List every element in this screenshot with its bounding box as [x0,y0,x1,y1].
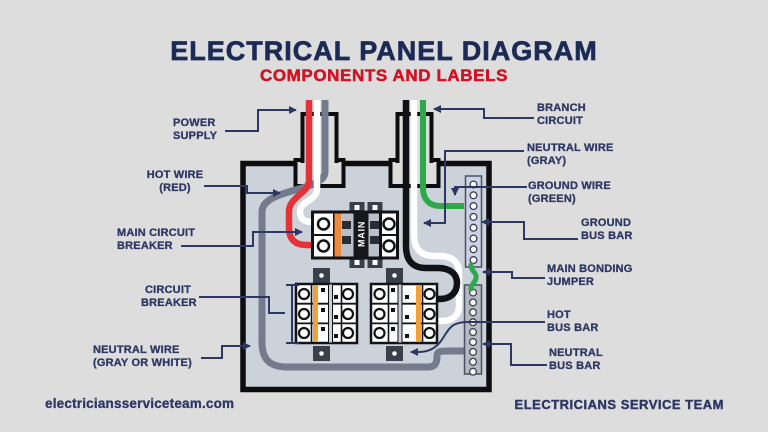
label-hot-bus-bar: HOT BUS BAR [547,309,599,334]
hot-bus-bar-stabs [313,268,403,361]
neutral-wire-left-arrow [201,342,251,359]
label-branch-circuit: BRANCH CIRCUIT [537,102,586,127]
circuit-breaker-bracket [286,284,299,344]
bonding-jumper-arrow [482,268,545,279]
label-neutral-bus-bar: NEUTRAL BUS BAR [549,347,603,372]
label-main-circuit-breaker: MAIN CIRCUIT BREAKER [117,227,196,252]
label-power-supply: POWER SUPPLY [173,117,218,142]
neutral-wire-right-arrow [423,150,524,227]
power-supply-arrow [225,106,297,132]
circuit-breaker-line [199,296,285,314]
label-main-bonding-jumper: MAIN BONDING JUMPER [547,263,633,288]
label-hot-wire: HOT WIRE (RED) [146,169,204,194]
hot-wire-red [285,100,313,249]
label-circuit-breaker: CIRCUIT BREAKER [141,284,197,309]
ground-bus-bar [464,175,483,268]
circuit-breaker-bank-right [369,282,439,345]
ground-wire-arrow [451,186,527,196]
neutral-bus-arrow [482,340,547,366]
label-connectors [181,105,578,366]
hot-bus-arrow [410,321,545,356]
main-bonding-jumper [468,262,479,292]
hot-wire-arrow [204,185,281,197]
main-circuit-breaker: MAIN [311,202,399,268]
brand-name: ELECTRICIANS SERVICE TEAM [514,397,724,412]
neutral-wire-gray-loop [258,100,464,371]
website-url: electriciansserviceteam.com [45,396,235,411]
label-ground-bus-bar: GROUND BUS BAR [581,217,633,242]
branch-circuit-arrow [433,105,534,119]
page-title: ELECTRICAL PANEL DIAGRAM [170,36,598,67]
branch-hot-wire-black [402,100,461,303]
label-neutral-wire-right: NEUTRAL WIRE (GRAY) [527,142,614,167]
ground-bus-arrow [481,218,578,240]
ground-wire-green [420,100,464,209]
label-ground-wire: GROUND WIRE (GREEN) [528,180,611,205]
main-breaker-label: MAIN [357,221,367,247]
page-subtitle: COMPONENTS AND LABELS [259,66,509,86]
main-breaker-arrow [181,228,303,247]
circuit-breaker-bank-left [294,282,359,345]
label-neutral-wire-left: NEUTRAL WIRE (GRAY OR WHITE) [93,344,192,369]
neutral-bus-bar [463,284,483,376]
neutral-wire-white-right [410,100,463,325]
neutral-wire-white-left [296,100,321,226]
